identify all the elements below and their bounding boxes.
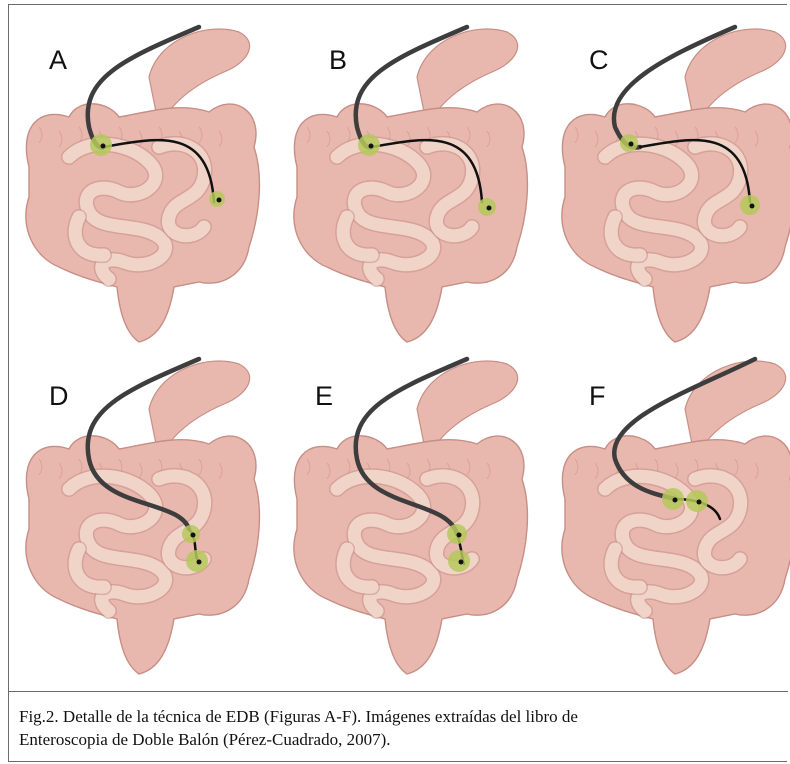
balloon-tip [197,560,202,565]
intestine-illustration [545,349,790,679]
panel-b: B [277,17,537,357]
balloon-tip [457,533,462,538]
panel-letter: F [589,383,606,410]
figure-caption: Fig.2. Detalle de la técnica de EDB (Fig… [19,705,781,751]
figure-frame: A B C D E F Fig.2. Detalle de la técnica de E… [8,4,787,762]
panel-letter: C [589,47,609,74]
balloon-tip [101,144,106,149]
balloon-tip [191,533,196,538]
balloon-tip [750,204,755,209]
balloon-tip [459,560,464,565]
panel-letter: B [329,47,347,74]
intestine-illustration [9,17,269,347]
panel-letter: A [49,47,67,74]
intestine-illustration [277,17,537,347]
balloon-tip [487,206,492,211]
intestine-illustration [9,349,269,679]
figure-panels: A B C D E F [9,5,788,691]
balloon-tip [217,198,222,203]
balloon-tip [697,500,702,505]
balloon-tip [629,142,634,147]
panel-a: A [9,17,269,357]
caption-line-2: Enteroscopia de Doble Balón (Pérez-Cuadr… [19,728,781,751]
balloon-tip [369,144,374,149]
panel-d: D [9,349,269,689]
panel-f: F [545,349,790,689]
panel-c: C [545,17,790,357]
panel-letter: E [315,383,333,410]
caption-line-1: Fig.2. Detalle de la técnica de EDB (Fig… [19,705,781,728]
panel-e: E [277,349,537,689]
intestine-illustration [545,17,790,347]
balloon-tip [673,498,678,503]
caption-divider [9,691,788,692]
panel-letter: D [49,383,69,410]
